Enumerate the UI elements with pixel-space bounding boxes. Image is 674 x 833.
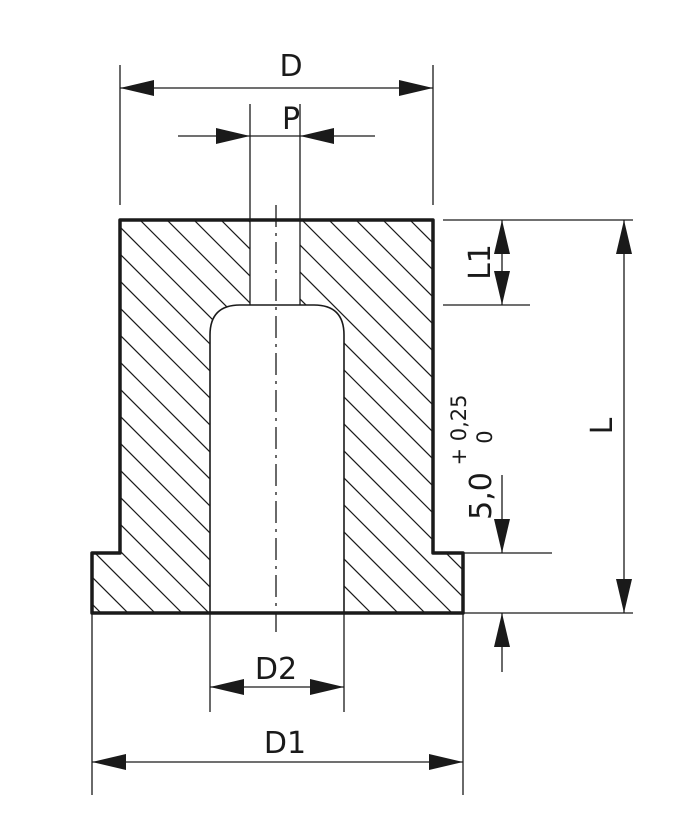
- hatch-line: [92, 220, 216, 613]
- hatch-line: [92, 220, 250, 613]
- arrow-head: [494, 613, 510, 647]
- bore-outline: [209, 304, 345, 613]
- dimension-P: P: [178, 102, 375, 220]
- hatch-line: [271, 0, 674, 700]
- hatch-line: [243, 220, 250, 613]
- hatch-line: [300, 220, 463, 613]
- dimension-flange-height: 5,0 + 0,25 0: [447, 394, 552, 672]
- hatch-line: [406, 0, 674, 700]
- hatch-line: [92, 220, 250, 613]
- hatch-line: [0, 0, 296, 700]
- arrow-head: [92, 754, 126, 770]
- hatch-line: [92, 220, 135, 613]
- hatch-line: [300, 220, 463, 613]
- hatch-line: [92, 220, 189, 613]
- arrow-head: [210, 679, 244, 695]
- arrow-head: [216, 128, 250, 144]
- dimension-label-D2: D2: [255, 652, 297, 687]
- dimension-L1: L1: [443, 219, 530, 306]
- hatch-line: [300, 220, 459, 613]
- hatch-line: [300, 220, 432, 613]
- arrow-head: [494, 220, 510, 254]
- hatch-line: [300, 220, 463, 613]
- hatch-line: [378, 220, 463, 613]
- hatch-line: [300, 220, 463, 613]
- hatch-line: [92, 220, 250, 613]
- hatch-line: [432, 220, 463, 613]
- hatch-left: [0, 0, 674, 700]
- dimension-label-D: D: [279, 49, 302, 84]
- hatch-line: [433, 0, 674, 700]
- hatch-line: [92, 220, 250, 613]
- hatch-line: [92, 220, 250, 613]
- hatch-line: [0, 0, 80, 700]
- dimension-label-D1: D1: [264, 726, 306, 761]
- arrow-head: [429, 754, 463, 770]
- hatch-line: [300, 220, 463, 613]
- dimension-label-L1: L1: [463, 244, 498, 280]
- hatch-line: [300, 220, 463, 613]
- arrow-head: [399, 80, 433, 96]
- dimension-label-P: P: [282, 102, 300, 137]
- flange-height-tol-lower: 0: [473, 430, 497, 443]
- hatch-line: [92, 220, 243, 613]
- hatch-line: [92, 220, 250, 613]
- arrow-head: [616, 220, 632, 254]
- hatch-line: [300, 220, 463, 613]
- hatch-line: [298, 0, 674, 700]
- dimension-D2: D2: [209, 613, 345, 712]
- hatch-line: [0, 0, 134, 700]
- hatch-line: [0, 0, 80, 700]
- arrow-head: [300, 128, 334, 144]
- hatch-line: [300, 220, 463, 613]
- arrow-head: [616, 579, 632, 613]
- hatch-line: [0, 0, 215, 700]
- dimension-label-L: L: [585, 417, 620, 434]
- hatch-line: [92, 220, 250, 613]
- hatch-line: [405, 220, 463, 613]
- hatch-line: [108, 220, 250, 613]
- hatch-line: [92, 220, 250, 613]
- arrow-head: [120, 80, 154, 96]
- hatch-line: [0, 0, 188, 700]
- hatch-line: [300, 220, 463, 613]
- hatch-line: [300, 220, 463, 613]
- hatch-line: [300, 220, 463, 613]
- flange-height-value: 5,0: [464, 472, 499, 520]
- hatch-right: [0, 0, 463, 700]
- dimension-D1: D1: [91, 613, 464, 795]
- hatch-line: [300, 220, 463, 613]
- hatch-line: [379, 0, 674, 700]
- arrow-head: [494, 271, 510, 305]
- hatch-line: [92, 220, 250, 613]
- dimension-L: L: [463, 219, 633, 614]
- hatch-line: [92, 220, 250, 613]
- hatch-line: [92, 220, 250, 613]
- hatch-line: [300, 220, 463, 613]
- dimension-D: D: [119, 49, 434, 205]
- arrow-head: [494, 519, 510, 553]
- flange-height-tol-upper: + 0,25: [447, 394, 471, 465]
- hatch-line: [300, 220, 463, 613]
- arrow-head: [310, 679, 344, 695]
- hatch-line: [92, 220, 250, 613]
- hatch-line: [162, 220, 250, 613]
